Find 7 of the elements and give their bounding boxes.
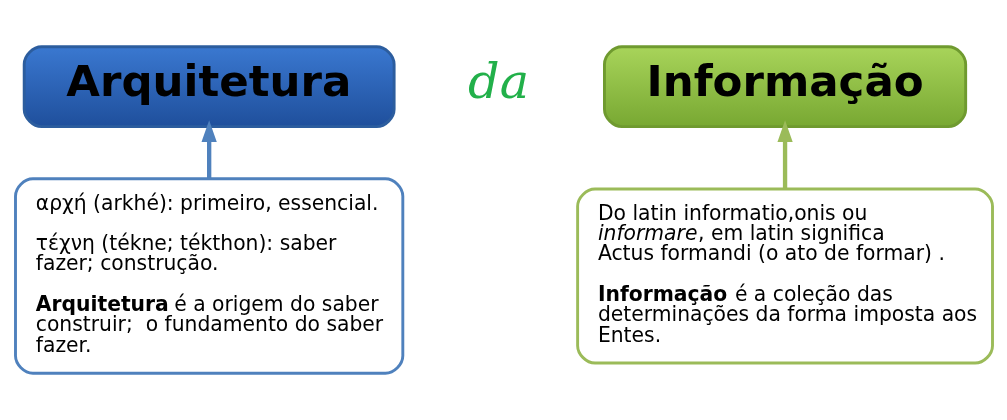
- arrow: [776, 120, 793, 189]
- label: da: [467, 51, 529, 110]
- node-box: Informação: [602, 45, 967, 129]
- node-box: Do latin informatio,onis ou informare, em latin significa Actus formandi (o ato de formar) . Informação é a coleção das determinações da forma imposta aos Entes.: [575, 187, 994, 365]
- node-box: αρχή (arkhé): primeiro, essencial. τέχνη (tékne; tékthon): saber fazer; construção. Arquitetura é a origem do saber construir; o fundamento do saber fazer.: [13, 177, 404, 375]
- arrow: [201, 120, 217, 179]
- node-box: Arquitetura: [22, 45, 396, 129]
